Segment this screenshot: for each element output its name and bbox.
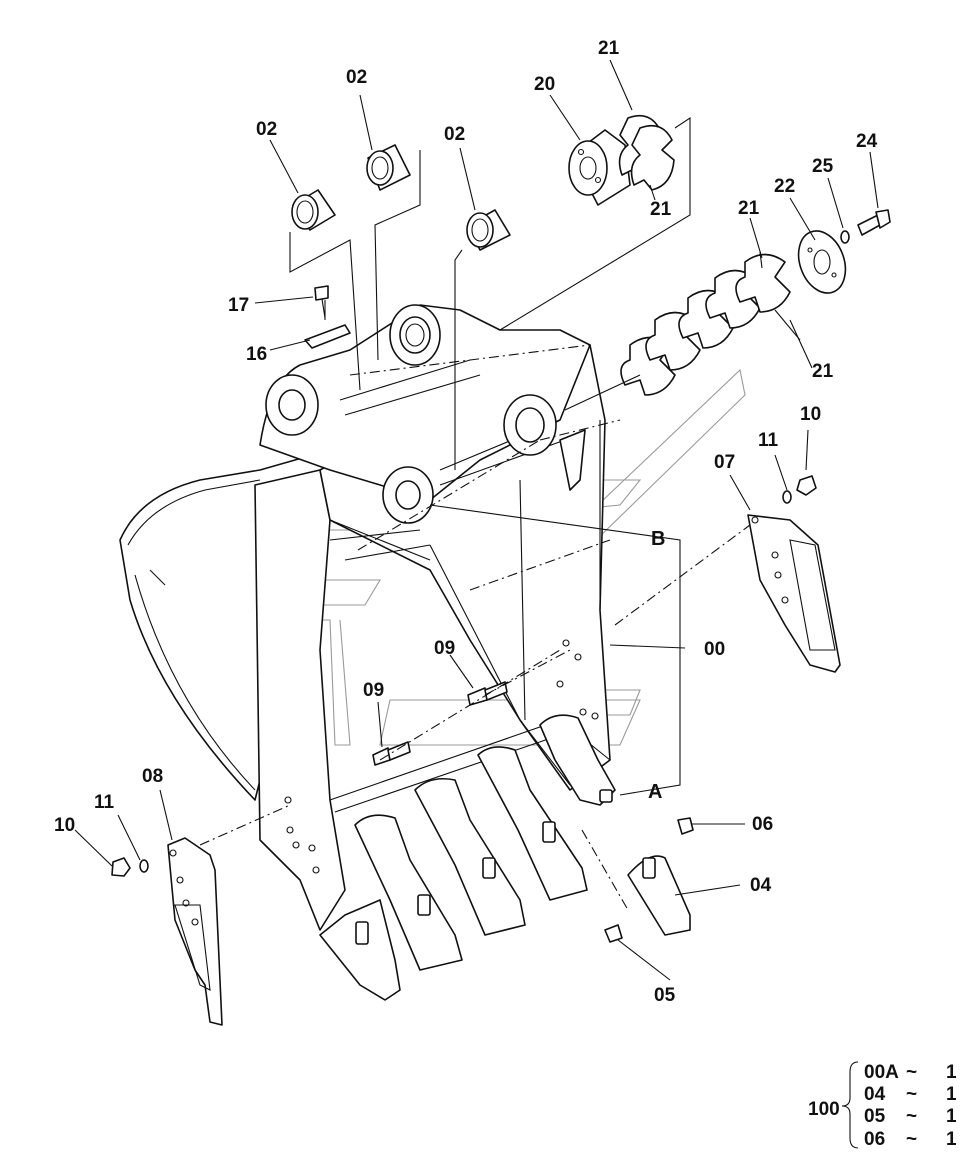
assembly-qty-1: 1	[946, 1062, 957, 1083]
label-25: 25	[812, 156, 834, 177]
label-21-stack: 21	[738, 198, 760, 219]
label-09-lower: 09	[363, 680, 384, 701]
assembly-part-2: 04	[864, 1084, 886, 1105]
side-cutter-right	[747, 475, 841, 673]
assembly-part-1: 00A	[864, 1062, 899, 1083]
label-10-left: 10	[54, 815, 75, 836]
label-17: 17	[228, 295, 249, 316]
label-20: 20	[534, 74, 555, 95]
assembly-sep-4: ~	[906, 1129, 917, 1150]
label-16: 16	[246, 344, 267, 365]
label-11-left: 11	[94, 792, 115, 813]
assembly-table: 100 00A ~ 1 04 ~ 1 05 ~ 1 06 ~ 1	[808, 1061, 957, 1150]
label-21-top: 21	[598, 38, 620, 59]
part-labels: 02 02 02 20 21 21 21 21 22 25 24 17 16 1…	[54, 38, 878, 1006]
label-02-right: 02	[444, 124, 465, 145]
label-06: 06	[752, 814, 773, 835]
label-08: 08	[142, 766, 163, 787]
assembly-qty-3: 1	[946, 1106, 957, 1127]
bolt-parts-09	[372, 681, 508, 766]
label-10-right: 10	[800, 404, 821, 425]
tooth-and-pin-parts	[604, 817, 694, 943]
bucket-body	[119, 304, 611, 931]
assembly-part-4: 06	[864, 1129, 885, 1150]
label-02-left: 02	[256, 119, 277, 140]
assembly-number: 100	[808, 1099, 840, 1120]
plate-and-bolt-parts	[304, 285, 351, 349]
assembly-sep-3: ~	[906, 1106, 917, 1127]
assembly-brace	[841, 1061, 859, 1149]
label-07: 07	[714, 452, 735, 473]
side-cutter-left	[111, 837, 223, 1026]
label-05: 05	[654, 985, 676, 1006]
assembly-sep-2: ~	[906, 1084, 917, 1105]
assembly-sep-1: ~	[906, 1062, 917, 1083]
assembly-part-3: 05	[864, 1106, 886, 1127]
label-22: 22	[774, 176, 795, 197]
leader-lines	[74, 59, 879, 981]
assembly-qty-4: 1	[946, 1129, 957, 1150]
label-A: A	[648, 781, 662, 803]
label-21-mid: 21	[650, 199, 672, 220]
tooth-row	[319, 714, 616, 1001]
label-02-middle: 02	[346, 67, 367, 88]
label-B: B	[651, 528, 665, 550]
assembly-qty-2: 1	[946, 1084, 957, 1105]
label-21-bottom: 21	[812, 361, 834, 382]
label-24: 24	[856, 131, 878, 152]
boss-and-shim-parts	[499, 114, 891, 411]
label-00: 00	[704, 639, 725, 660]
label-04: 04	[750, 875, 772, 896]
bushing-parts	[289, 144, 511, 470]
label-09-upper: 09	[434, 638, 455, 659]
label-11-right: 11	[758, 430, 779, 451]
